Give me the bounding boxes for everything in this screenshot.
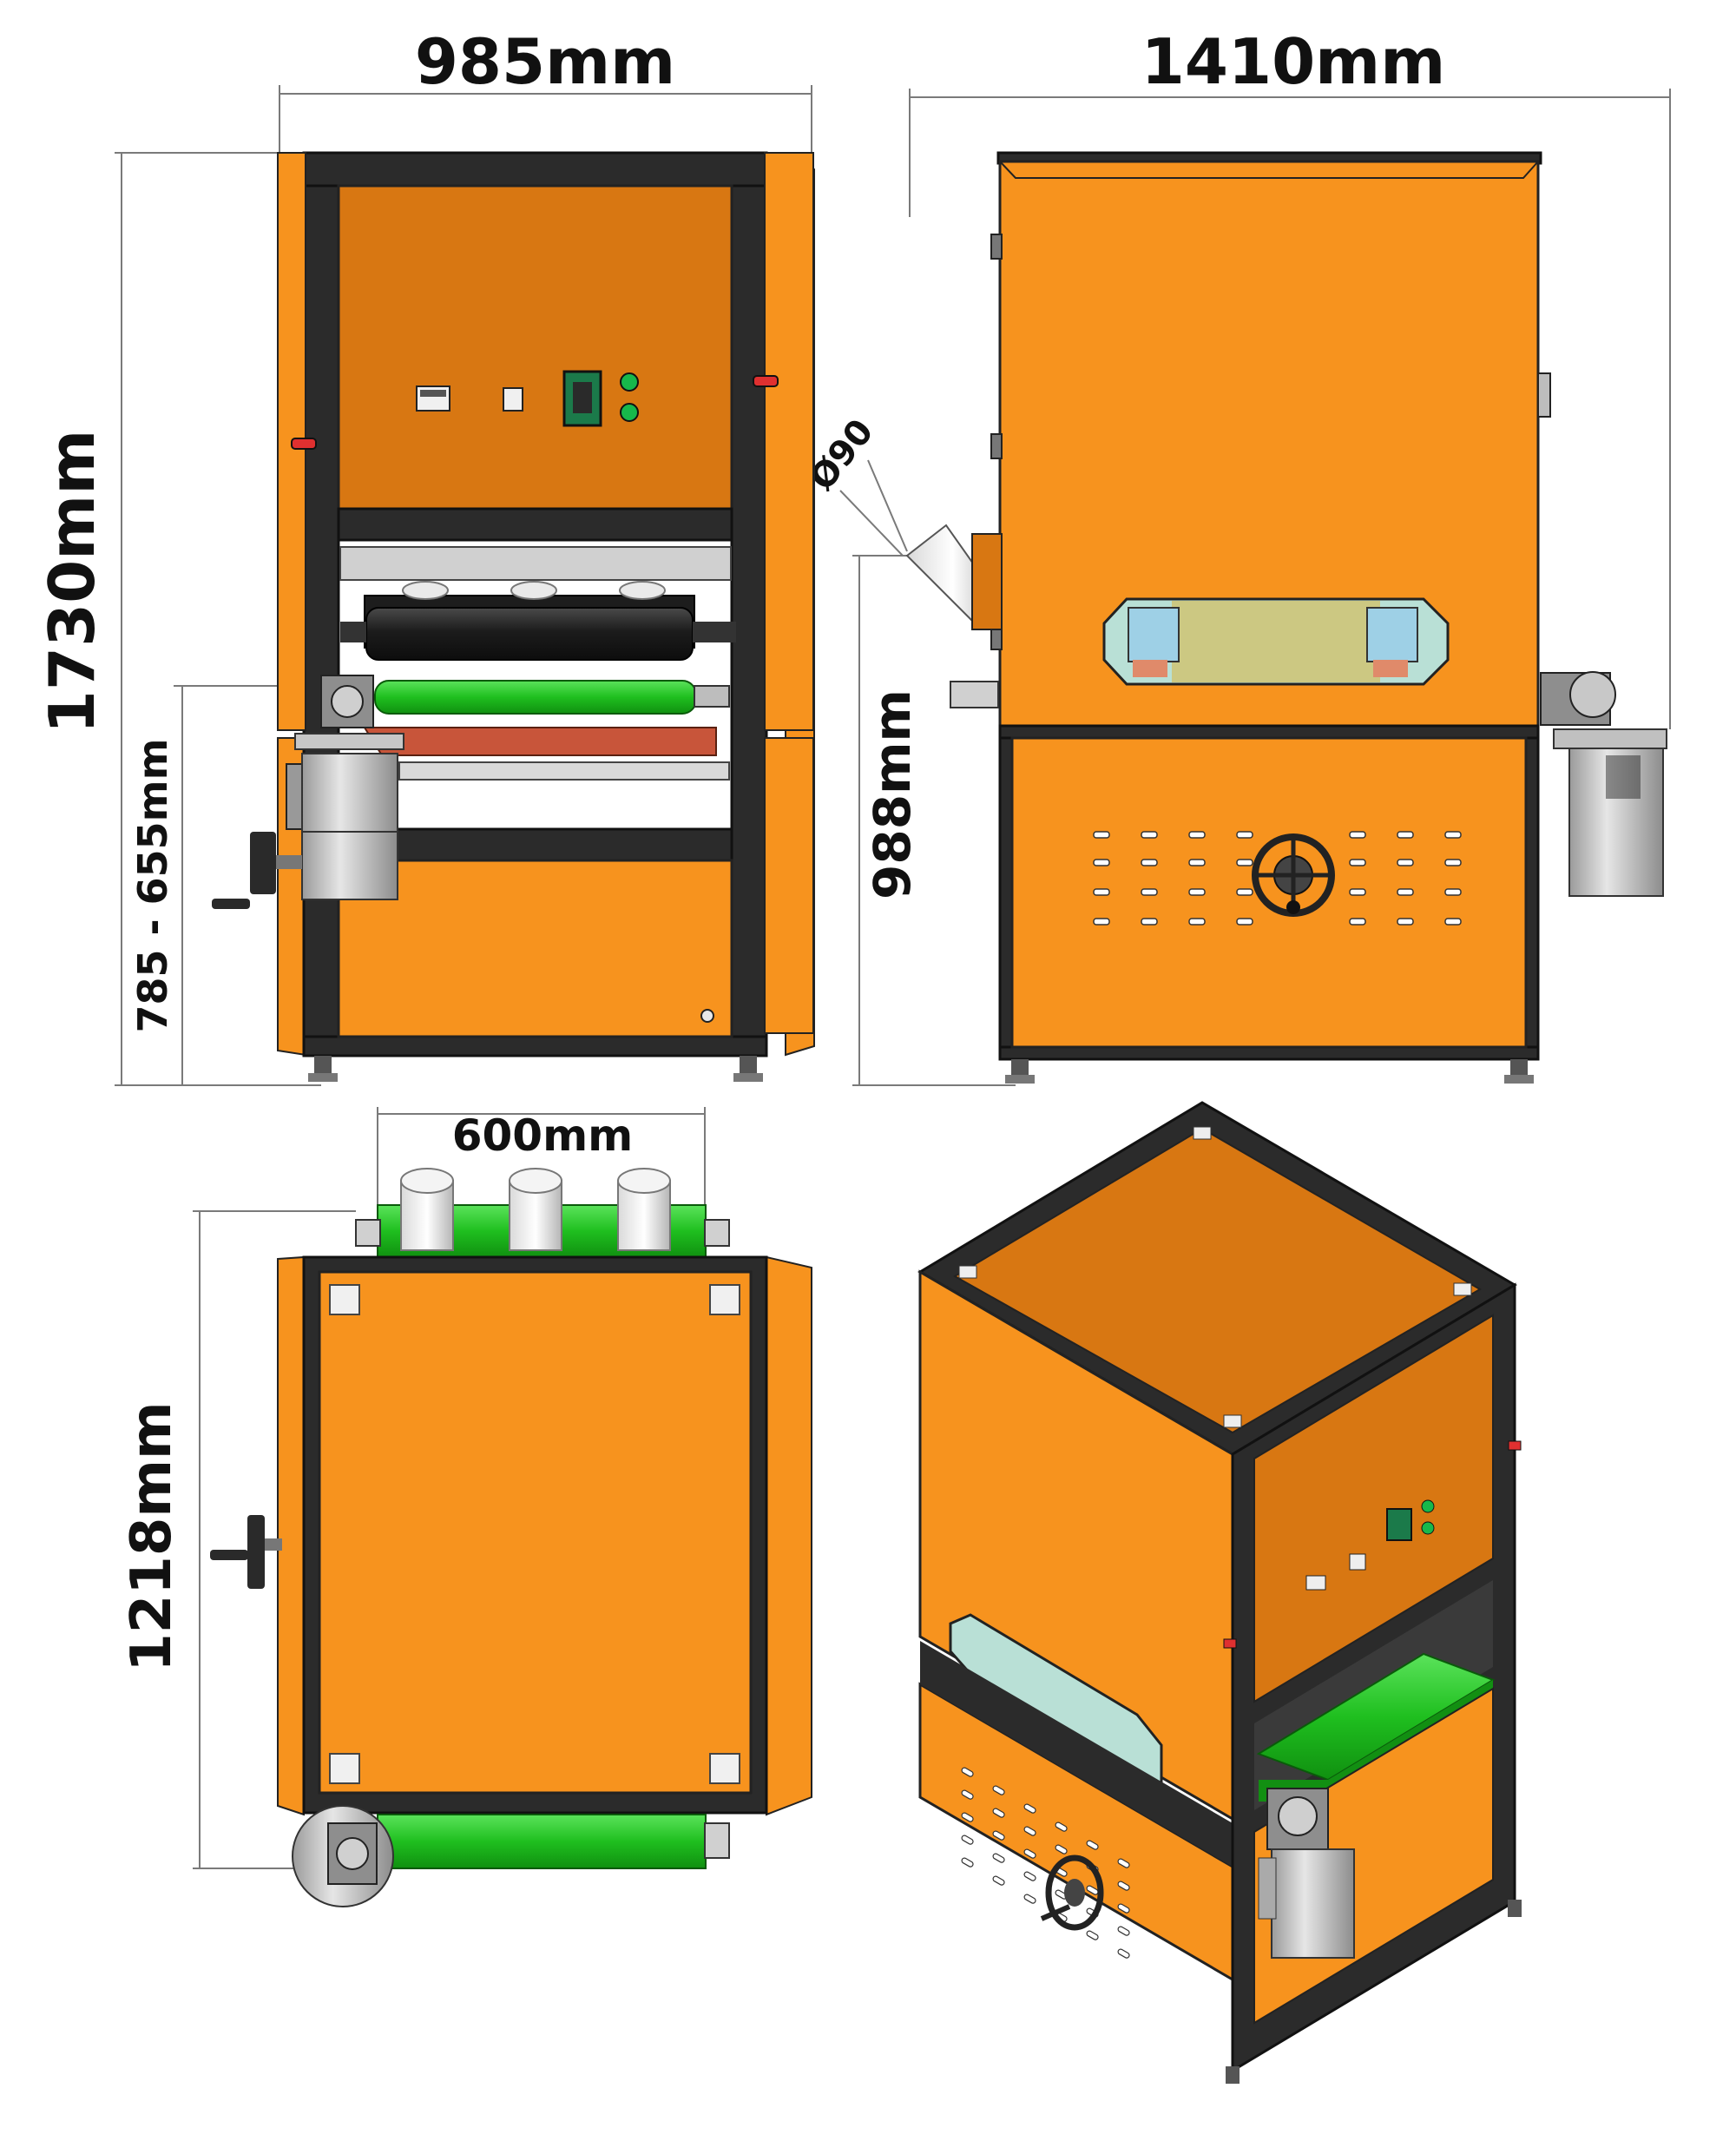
vent-slot xyxy=(992,1853,1005,1863)
vent-slot xyxy=(992,1808,1005,1818)
vent-slot xyxy=(1236,831,1253,839)
handwheel-icon xyxy=(250,832,276,894)
vent-slot xyxy=(1236,918,1253,926)
upper-front-panel xyxy=(337,184,733,511)
vent-slot xyxy=(1055,1844,1068,1854)
vent-slot xyxy=(1444,888,1462,896)
vent-slot xyxy=(1141,859,1158,866)
vent-slot xyxy=(961,1789,974,1800)
emergency-stop-icon xyxy=(562,370,602,427)
iso-top-plate xyxy=(953,1127,1482,1434)
vent-slot xyxy=(961,1835,974,1845)
handwheel-icon xyxy=(247,1515,265,1589)
vent-slot xyxy=(1349,831,1366,839)
vent-slot xyxy=(1141,918,1158,926)
front-motor xyxy=(301,753,398,834)
vent-slot xyxy=(992,1785,1005,1795)
vent-slot xyxy=(1397,918,1414,926)
side-view xyxy=(905,151,1667,1084)
vent-slot xyxy=(1023,1848,1036,1859)
vent-slot xyxy=(1055,1821,1068,1832)
top-view xyxy=(210,1168,812,1907)
latch-icon xyxy=(753,375,779,387)
iso-control-panel xyxy=(1253,1314,1494,1703)
vent-slot xyxy=(1141,888,1158,896)
vent-slot xyxy=(1188,918,1206,926)
vent-slot xyxy=(1236,888,1253,896)
front-view xyxy=(212,151,815,1082)
vent-slot xyxy=(992,1830,1005,1841)
vent-slot xyxy=(1117,1926,1130,1936)
switch-icon xyxy=(503,387,523,412)
side-motor xyxy=(1540,671,1667,897)
vent-slot xyxy=(1397,859,1414,866)
vent-slot xyxy=(961,1857,974,1868)
vent-slot xyxy=(1117,1948,1130,1959)
height-handwheel xyxy=(1252,833,1335,917)
stop-button-icon xyxy=(620,403,639,422)
latch-icon xyxy=(291,438,317,450)
vent-slot xyxy=(1397,888,1414,896)
overall-height-label: 1730mm xyxy=(36,430,108,734)
vent-slot xyxy=(1397,831,1414,839)
working-width-label: 600mm xyxy=(452,1110,634,1161)
vent-slot xyxy=(1188,831,1206,839)
vent-slot xyxy=(1444,831,1462,839)
vent-slot xyxy=(1349,918,1366,926)
vent-slot xyxy=(1349,888,1366,896)
table-height-range-label: 785 - 655mm xyxy=(129,738,176,1032)
duct-outlets xyxy=(400,1168,671,1251)
vent-slot xyxy=(961,1767,974,1777)
vent-slot xyxy=(992,1875,1005,1886)
isometric-view xyxy=(917,1101,1522,2084)
dust-extraction-duct xyxy=(905,524,1003,630)
vent-slot xyxy=(1093,831,1110,839)
top-motor xyxy=(292,1805,394,1907)
vent-slot xyxy=(961,1812,974,1822)
top-plate xyxy=(318,1270,753,1795)
start-button-icon xyxy=(620,372,639,392)
vent-slot xyxy=(1117,1903,1130,1914)
vent-slot xyxy=(1117,1858,1130,1868)
vent-slot xyxy=(1188,859,1206,866)
vent-slot xyxy=(1444,859,1462,866)
side-depth-label: 1410mm xyxy=(1141,25,1445,98)
vent-slot xyxy=(1023,1826,1036,1836)
iso-motor xyxy=(1258,1788,1355,1959)
vent-slot xyxy=(1349,859,1366,866)
vent-slot xyxy=(1093,918,1110,926)
vent-slot xyxy=(1023,1894,1036,1904)
vent-slot xyxy=(1141,831,1158,839)
vent-slot xyxy=(1086,1930,1099,1940)
vent-slot xyxy=(1188,888,1206,896)
top-view-length-label: 1218mm xyxy=(120,1401,184,1672)
vent-slot xyxy=(1117,1881,1130,1891)
iso-ventilation-slots xyxy=(961,1767,1130,1959)
front-width-label: 985mm xyxy=(415,25,675,98)
vent-slot xyxy=(1023,1803,1036,1814)
table-height-side-label: 988mm xyxy=(863,689,922,899)
lower-front-panel xyxy=(337,859,733,1038)
iso-handwheel xyxy=(1040,1854,1104,1931)
vent-slot xyxy=(1093,859,1110,866)
front-conveyor-belt xyxy=(374,680,697,715)
vent-slot xyxy=(1093,888,1110,896)
vent-slot xyxy=(1236,859,1253,866)
vent-slot xyxy=(1023,1871,1036,1881)
vent-slot xyxy=(1086,1840,1099,1850)
ventilation-slots xyxy=(1093,831,1462,926)
vent-slot xyxy=(1444,918,1462,926)
